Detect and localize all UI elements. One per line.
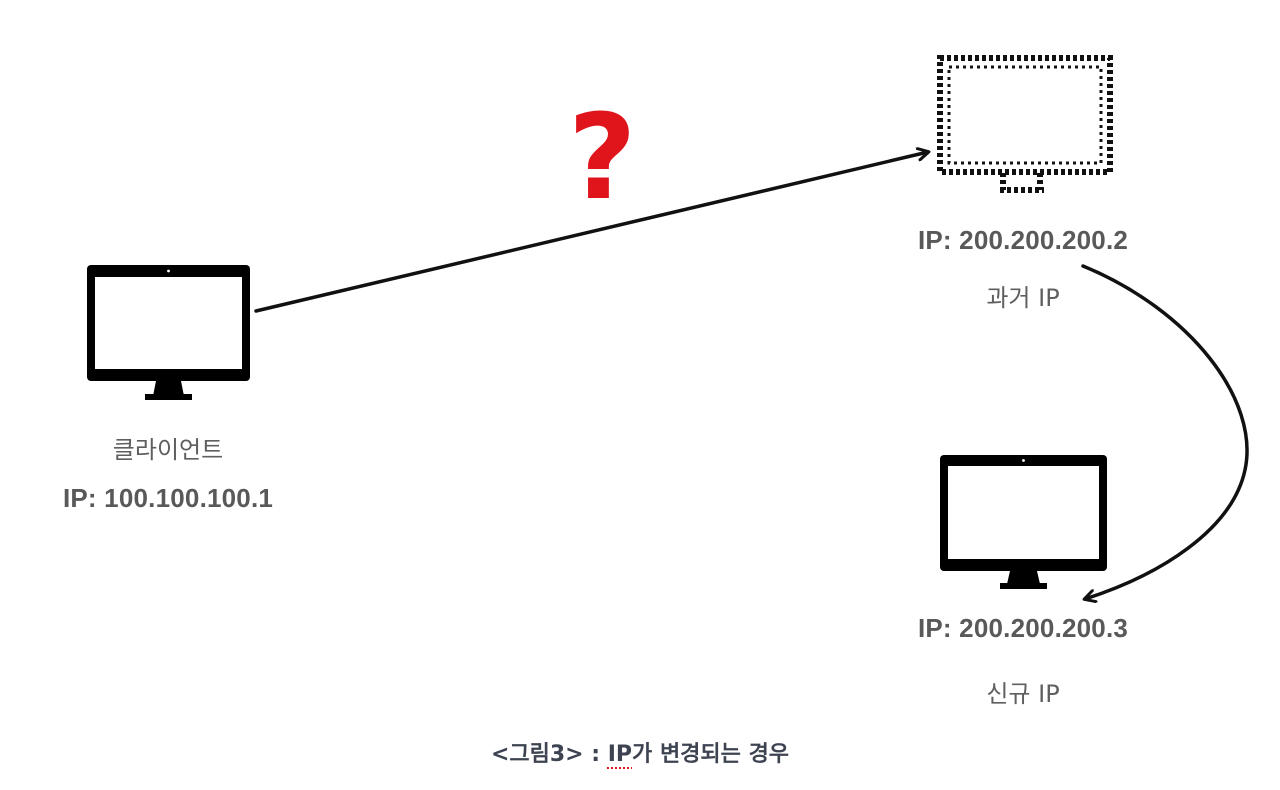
client-monitor-icon [87,265,250,400]
old-to-new-server-arrow [1081,264,1249,599]
caption-prefix: <그림3> : [490,742,608,767]
old-server-ip: IP: 200.200.200.2 [917,225,1129,255]
client-label: 클라이언트 [112,436,224,464]
client-to-old-server-arrow [254,152,928,313]
client-ip: IP: 100.100.100.1 [62,483,274,513]
old-server-label: 과거 IP [986,284,1060,312]
caption-ip: IP [607,742,633,767]
figure-caption: <그림3> : IP가 변경되는 경우 [491,736,789,768]
old-server-monitor-icon [937,55,1113,193]
new-server-label: 신규 IP [986,680,1060,708]
question-mark: ? [568,88,637,226]
caption-suffix: 가 변경되는 경우 [632,742,790,767]
new-server-ip: IP: 200.200.200.3 [917,613,1129,643]
new-server-monitor-icon [940,455,1107,589]
